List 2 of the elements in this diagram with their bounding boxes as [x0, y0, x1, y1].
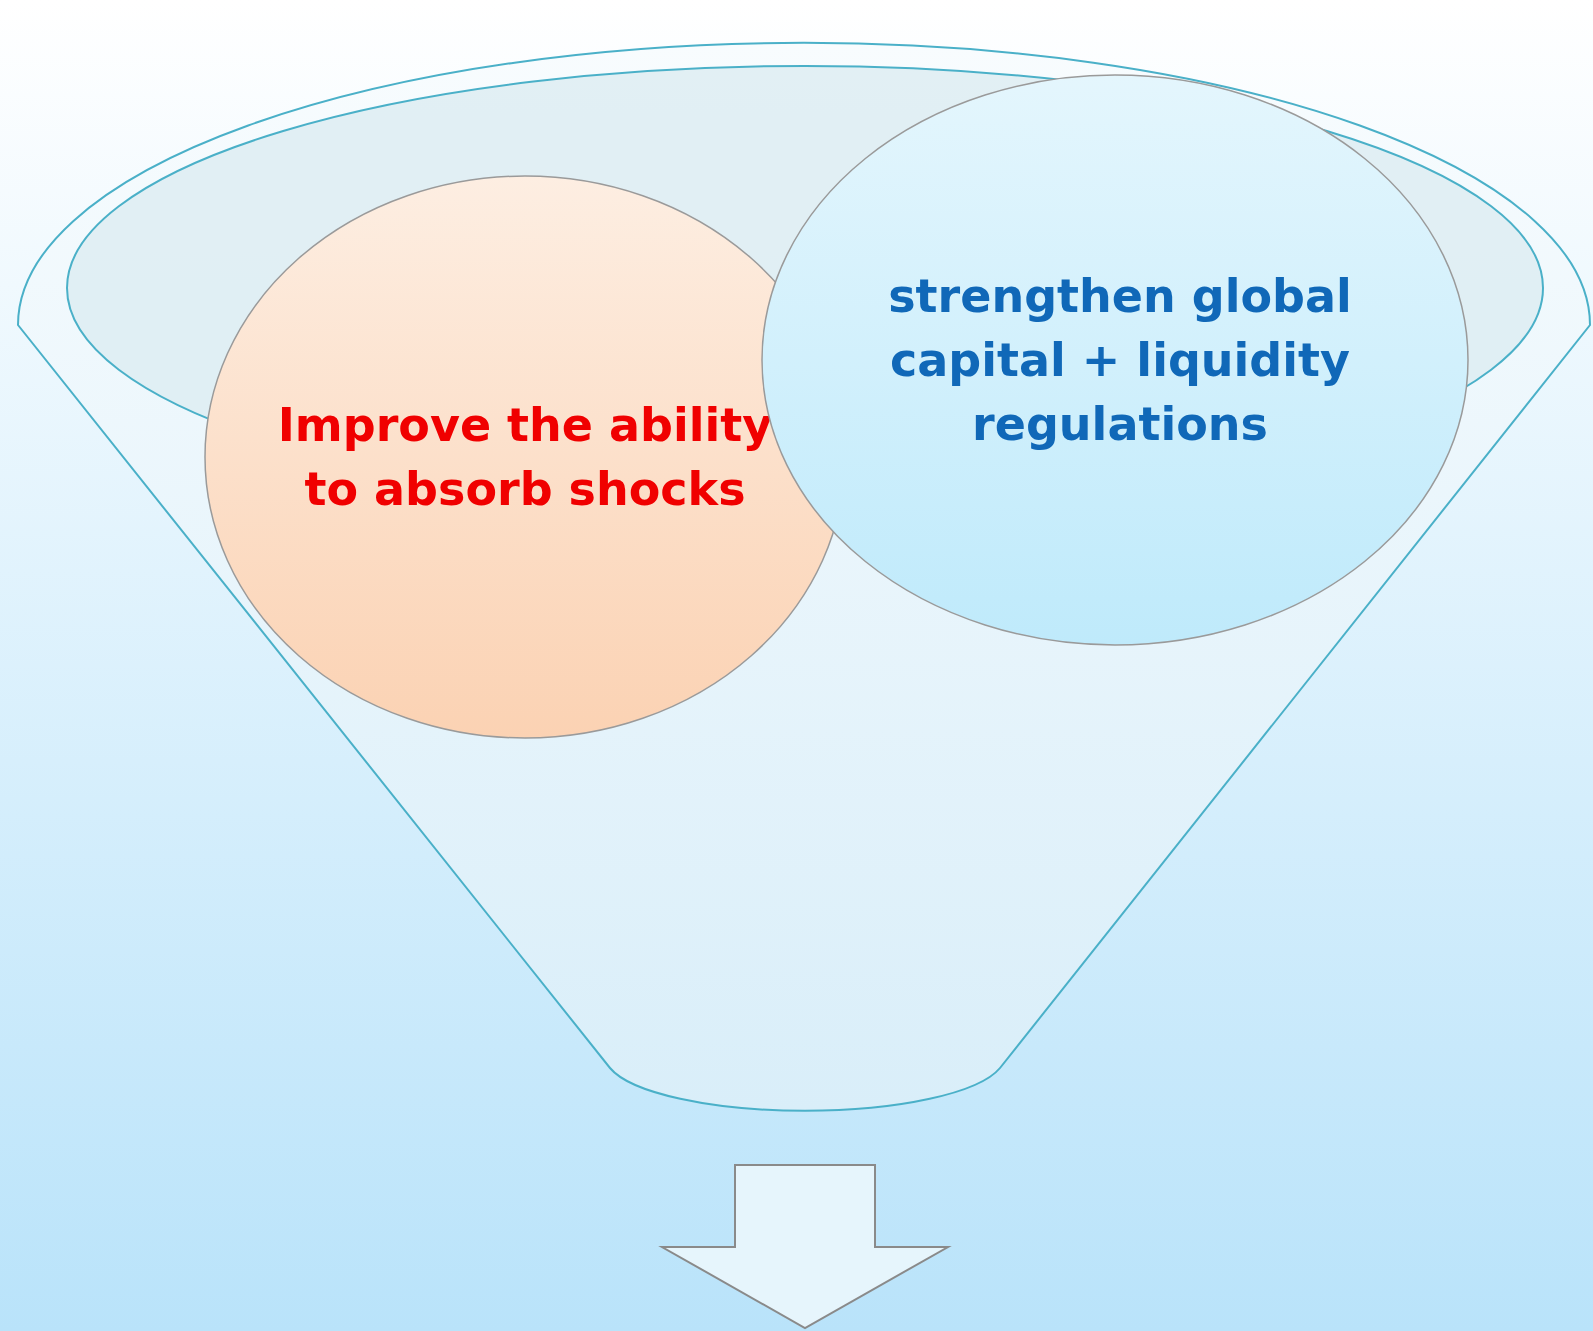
circle-label: strengthen global capital + liquidity regulations	[887, 268, 1353, 453]
circle-label: Improve the ability to absorb shocks	[276, 397, 774, 518]
